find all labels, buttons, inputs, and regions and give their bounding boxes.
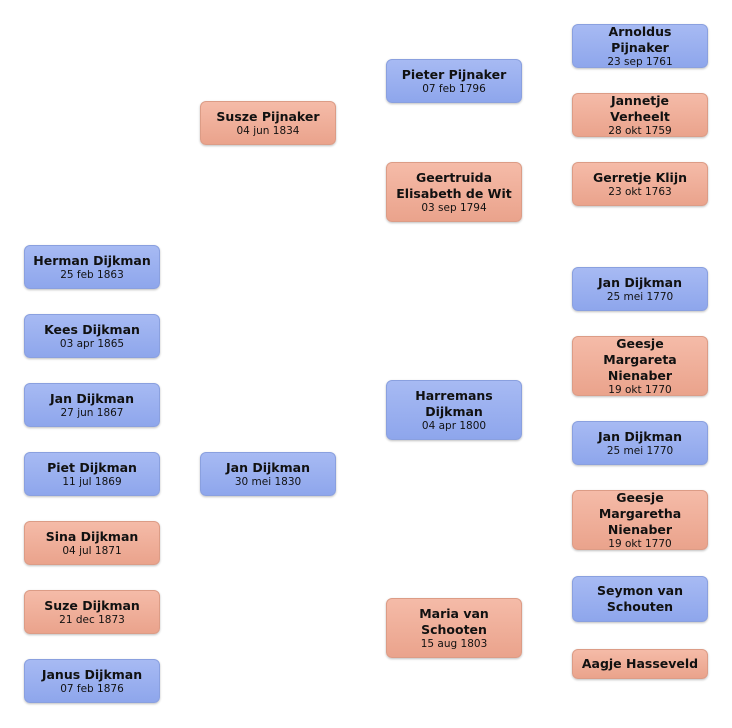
person-box-herman-dijkman[interactable]: Herman Dijkman 25 feb 1863 (24, 245, 160, 289)
person-box-gerretje-klijn[interactable]: Gerretje Klijn 23 okt 1763 (572, 162, 708, 206)
person-box-geertruida-de-wit[interactable]: Geertruida Elisabeth de Wit 03 sep 1794 (386, 162, 522, 222)
person-box-susze-pijnaker[interactable]: Susze Pijnaker 04 jun 1834 (200, 101, 336, 145)
person-date: 04 apr 1800 (421, 419, 487, 432)
person-box-jan-dijkman-1830[interactable]: Jan Dijkman 30 mei 1830 (200, 452, 336, 496)
person-name: Jannetje Verheelt (610, 92, 670, 124)
person-name: Jan Dijkman (598, 274, 682, 290)
person-date: 25 feb 1863 (60, 268, 124, 281)
person-name: Geesje Margaretha Nienaber (598, 489, 682, 537)
person-name: Aagje Hasseveld (581, 656, 699, 671)
person-date: 28 okt 1759 (608, 124, 672, 137)
person-box-seymon-van-schouten[interactable]: Seymon van Schouten (572, 576, 708, 622)
person-name: Jan Dijkman (50, 390, 134, 406)
person-box-geesje-margareta-nienaber[interactable]: Geesje Margareta Nienaber 19 okt 1770 (572, 336, 708, 396)
person-date: 19 okt 1770 (608, 383, 672, 396)
person-box-jan-dijkman-1770-b[interactable]: Jan Dijkman 25 mei 1770 (572, 421, 708, 465)
person-date: 19 okt 1770 (608, 537, 672, 550)
person-box-harremans-dijkman[interactable]: Harremans Dijkman 04 apr 1800 (386, 380, 522, 440)
person-name: Pieter Pijnaker (401, 66, 507, 82)
person-name: Sina Dijkman (45, 528, 139, 544)
person-date: 25 mei 1770 (606, 444, 674, 457)
person-name: Gerretje Klijn (592, 169, 688, 185)
person-name: Jan Dijkman (598, 428, 682, 444)
person-date: 07 feb 1876 (60, 682, 124, 695)
person-name: Geertruida Elisabeth de Wit (396, 169, 512, 201)
person-date: 15 aug 1803 (420, 637, 488, 650)
person-name: Jan Dijkman (226, 459, 310, 475)
person-name: Suze Dijkman (44, 597, 140, 613)
person-name: Arnoldus Pijnaker (608, 23, 672, 55)
person-date: 23 sep 1761 (607, 55, 673, 68)
person-box-janus-dijkman[interactable]: Janus Dijkman 07 feb 1876 (24, 659, 160, 703)
person-box-jannetje-verheelt[interactable]: Jannetje Verheelt 28 okt 1759 (572, 93, 708, 137)
person-date: 04 jul 1871 (62, 544, 122, 557)
person-name: Kees Dijkman (44, 321, 140, 337)
person-name: Maria van Schooten (419, 605, 489, 637)
person-box-suze-dijkman[interactable]: Suze Dijkman 21 dec 1873 (24, 590, 160, 634)
person-name: Geesje Margareta Nienaber (603, 335, 677, 383)
person-name: Harremans Dijkman (415, 387, 493, 419)
person-date: 27 jun 1867 (60, 406, 124, 419)
person-box-jan-dijkman-1867[interactable]: Jan Dijkman 27 jun 1867 (24, 383, 160, 427)
person-date: 30 mei 1830 (234, 475, 302, 488)
person-name: Piet Dijkman (47, 459, 137, 475)
person-box-sina-dijkman[interactable]: Sina Dijkman 04 jul 1871 (24, 521, 160, 565)
person-name: Susze Pijnaker (216, 108, 320, 124)
person-box-pieter-pijnaker[interactable]: Pieter Pijnaker 07 feb 1796 (386, 59, 522, 103)
person-name: Herman Dijkman (33, 252, 151, 268)
person-date: 07 feb 1796 (422, 82, 486, 95)
person-date: 04 jun 1834 (236, 124, 300, 137)
person-date: 21 dec 1873 (59, 613, 125, 626)
person-box-jan-dijkman-1770-a[interactable]: Jan Dijkman 25 mei 1770 (572, 267, 708, 311)
person-box-maria-van-schooten[interactable]: Maria van Schooten 15 aug 1803 (386, 598, 522, 658)
person-name: Seymon van Schouten (597, 583, 683, 614)
person-date: 23 okt 1763 (608, 185, 672, 198)
person-box-arnoldus-pijnaker[interactable]: Arnoldus Pijnaker 23 sep 1761 (572, 24, 708, 68)
person-box-aagje-hasseveld[interactable]: Aagje Hasseveld (572, 649, 708, 679)
person-date: 11 jul 1869 (62, 475, 122, 488)
person-box-geesje-margaretha-nienaber[interactable]: Geesje Margaretha Nienaber 19 okt 1770 (572, 490, 708, 550)
person-date: 03 apr 1865 (59, 337, 125, 350)
person-date: 25 mei 1770 (606, 290, 674, 303)
person-box-kees-dijkman[interactable]: Kees Dijkman 03 apr 1865 (24, 314, 160, 358)
person-date: 03 sep 1794 (421, 201, 487, 214)
person-box-piet-dijkman[interactable]: Piet Dijkman 11 jul 1869 (24, 452, 160, 496)
person-name: Janus Dijkman (41, 666, 143, 682)
